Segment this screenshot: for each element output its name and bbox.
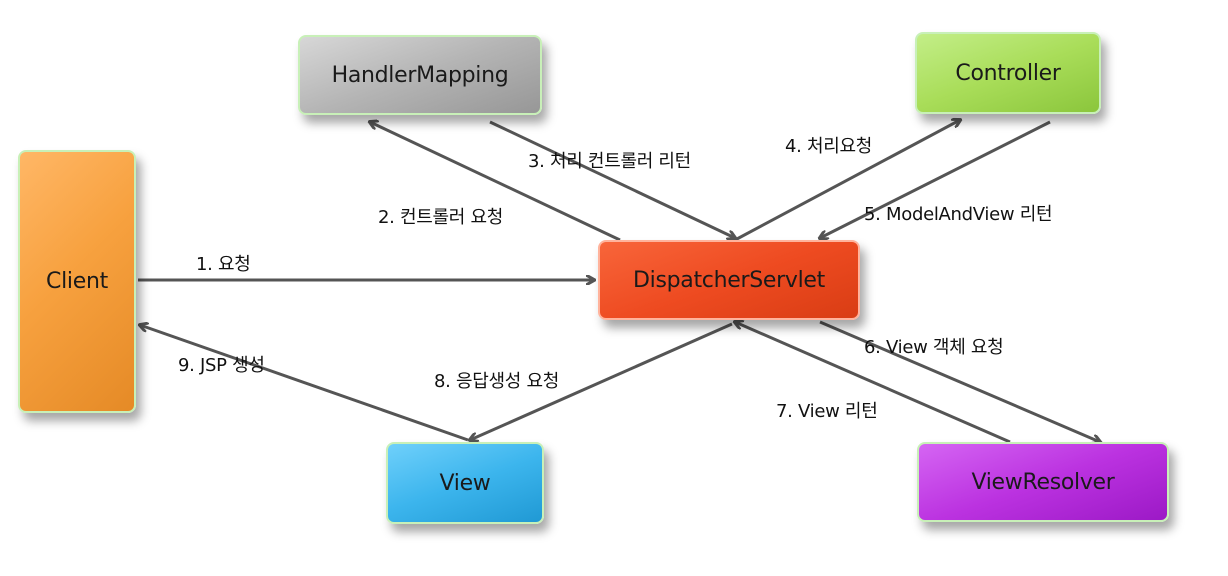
arrow-5-modelandview-return [820, 120, 1051, 238]
arrow-2-controller-request [370, 122, 621, 242]
arrow-3-controller-return [489, 120, 735, 238]
client-node: Client [18, 150, 136, 413]
edge-label-4: 4. 처리요청 [785, 136, 873, 157]
view-node: View [386, 442, 544, 524]
edge-label-7: 7. View 리턴 [776, 401, 878, 422]
arrow-4-process-request [734, 120, 960, 242]
view-resolver-node: ViewResolver [917, 442, 1169, 522]
edge-label-8: 8. 응답생성 요청 [434, 371, 559, 392]
edge-label-2: 2. 컨트롤러 요청 [378, 207, 503, 228]
edge-label-3: 3. 처리 컨트롤러 리턴 [528, 151, 691, 172]
controller-node: Controller [915, 32, 1101, 114]
edge-label-6: 6. View 객체 요청 [864, 337, 1004, 358]
arrow-9-jsp-generate [140, 325, 469, 442]
edge-label-1: 1. 요청 [196, 254, 251, 275]
handler-mapping-node: HandlerMapping [298, 35, 542, 115]
dispatcher-servlet-node: DispatcherServlet [598, 240, 860, 320]
arrow-6-view-object-request [819, 320, 1100, 442]
edge-label-5: 5. ModelAndView 리턴 [864, 204, 1053, 225]
edge-label-9: 9. JSP 생성 [178, 355, 265, 376]
arrow-8-response-request [470, 322, 733, 440]
arrow-7-view-return [735, 322, 1011, 444]
